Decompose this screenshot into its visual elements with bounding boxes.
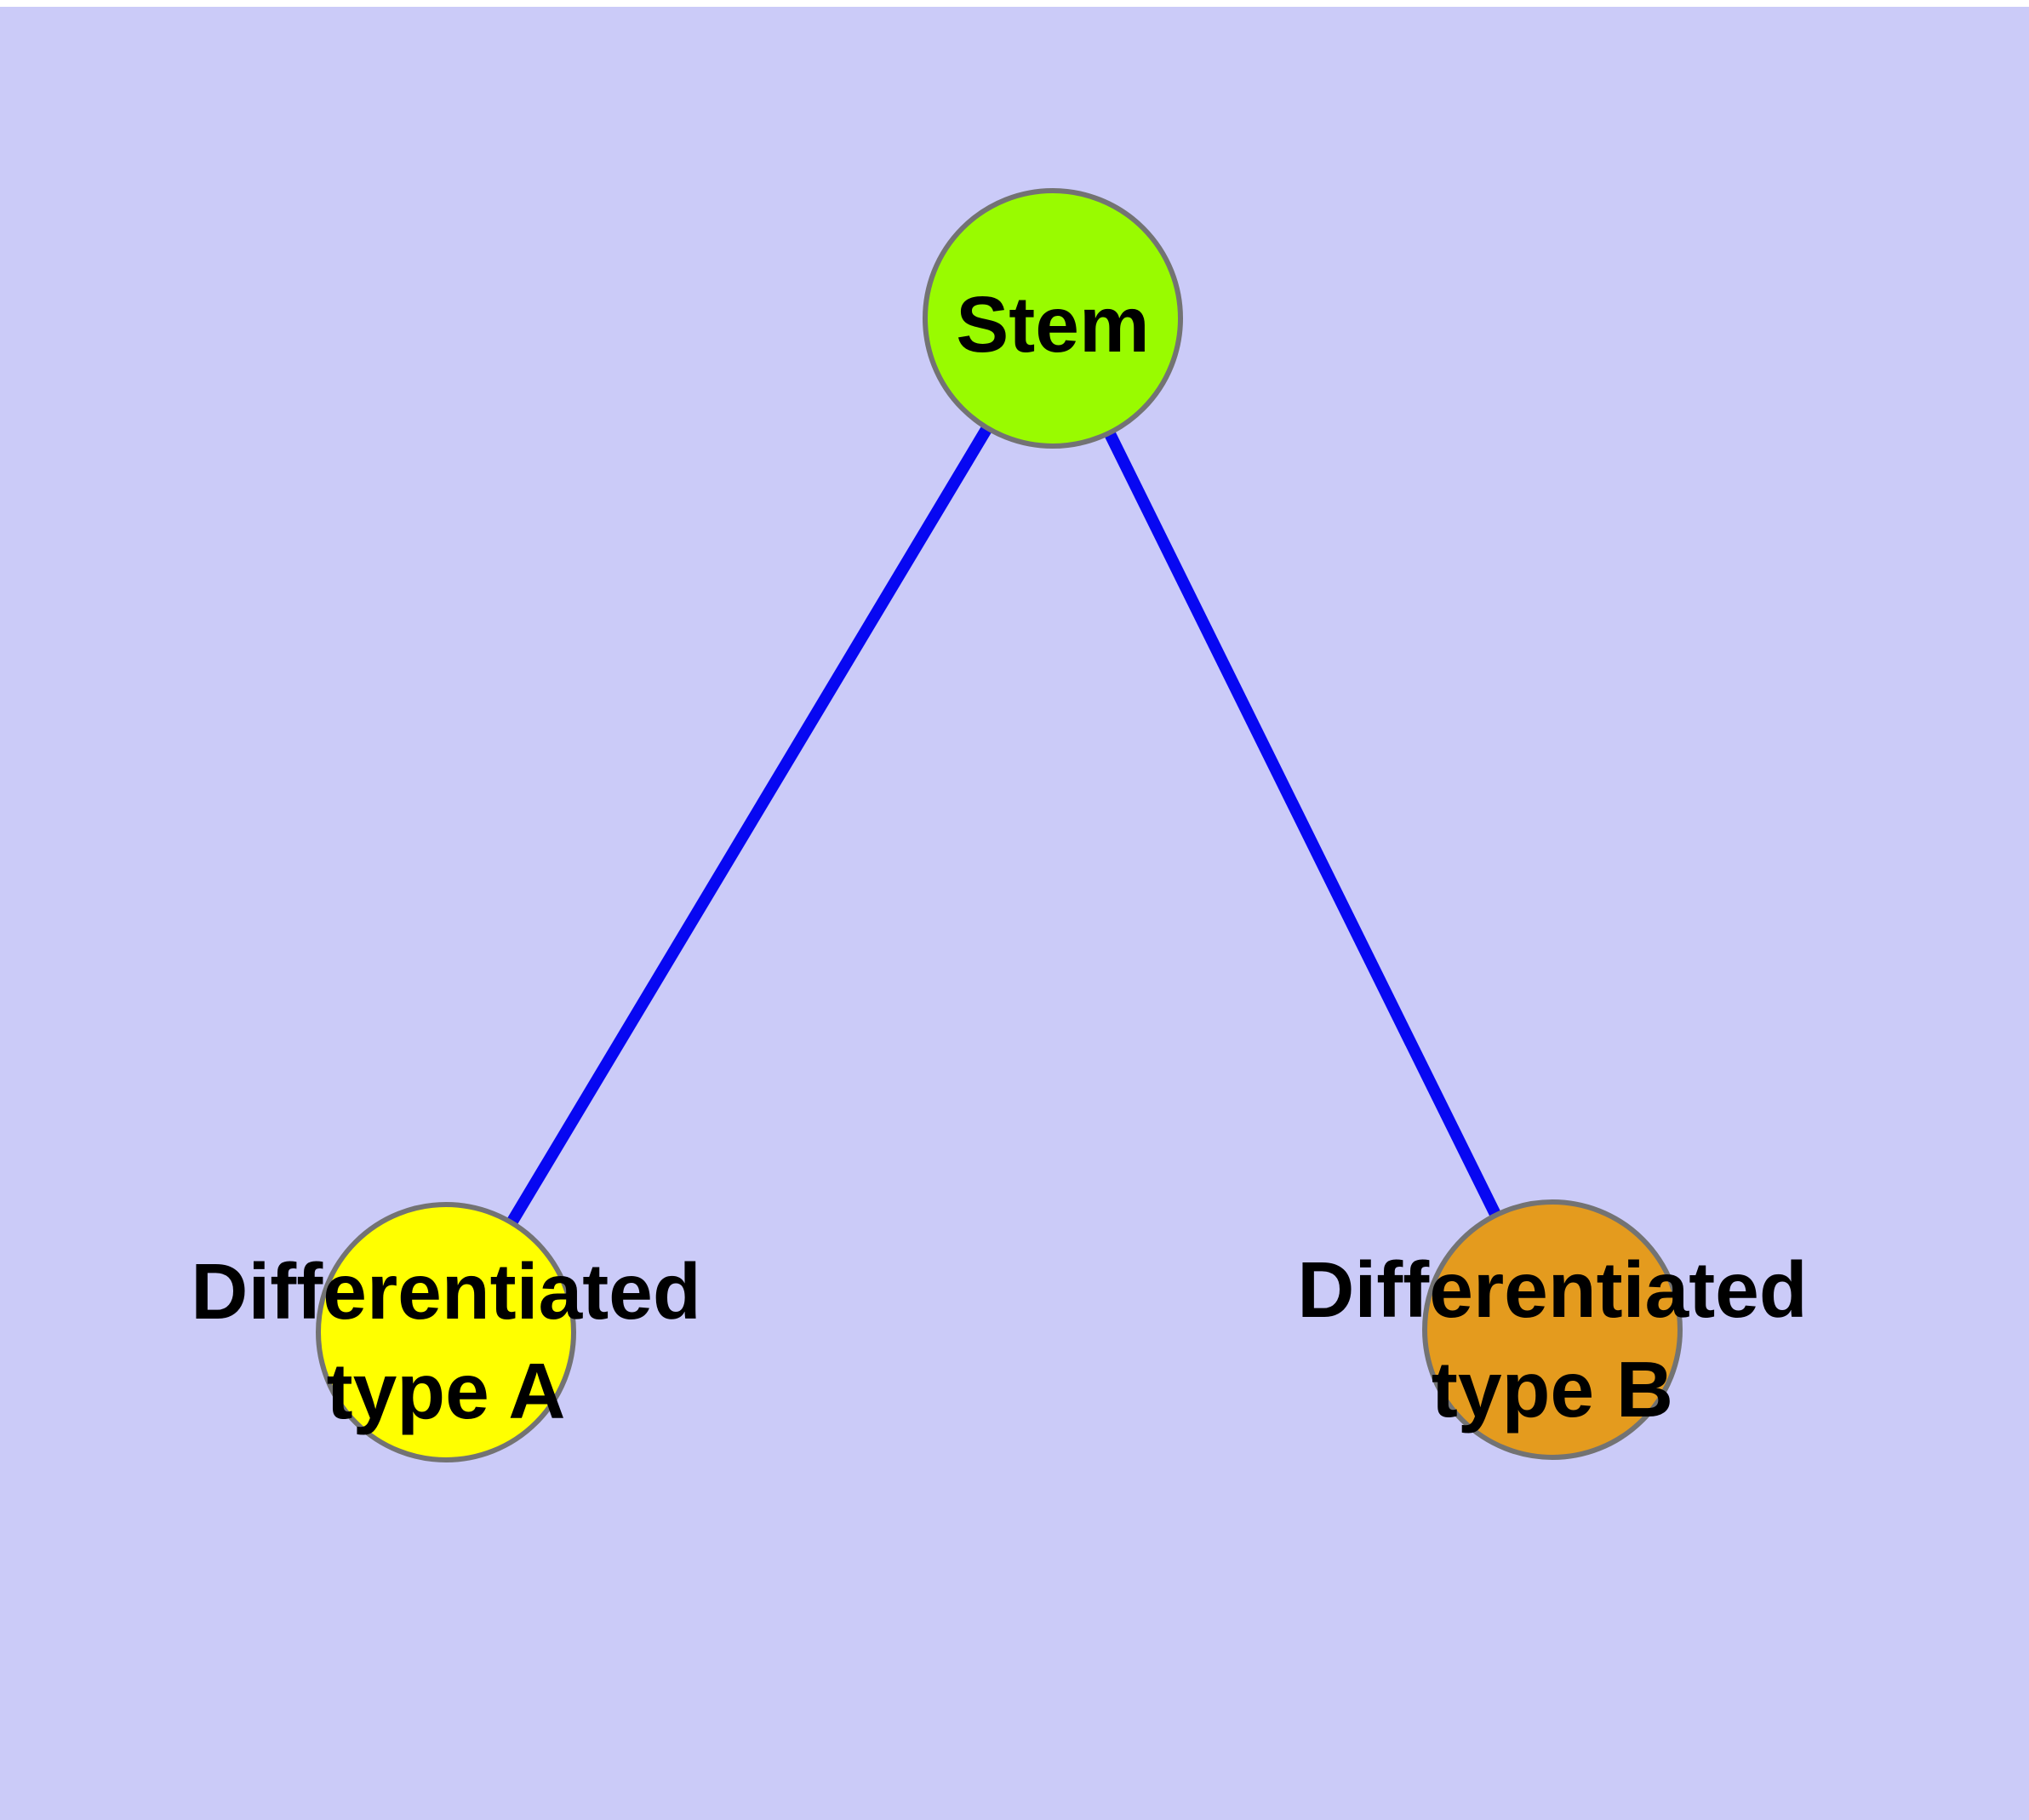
node-label-stem: Stem bbox=[956, 280, 1149, 369]
node-stem bbox=[923, 188, 1183, 449]
node-label-type-b-line2: type B bbox=[1432, 1345, 1673, 1434]
node-differentiated-type-b bbox=[1422, 1199, 1683, 1460]
node-label-type-b-line1: Differentiated bbox=[1297, 1245, 1807, 1334]
edge-stem-to-type-b bbox=[1047, 315, 1558, 1333]
edge-stem-to-type-a bbox=[440, 315, 1059, 1336]
node-label-type-a-line2: type A bbox=[327, 1347, 566, 1435]
node-differentiated-type-a bbox=[316, 1202, 576, 1462]
node-label-type-a-line1: Differentiated bbox=[191, 1247, 700, 1336]
